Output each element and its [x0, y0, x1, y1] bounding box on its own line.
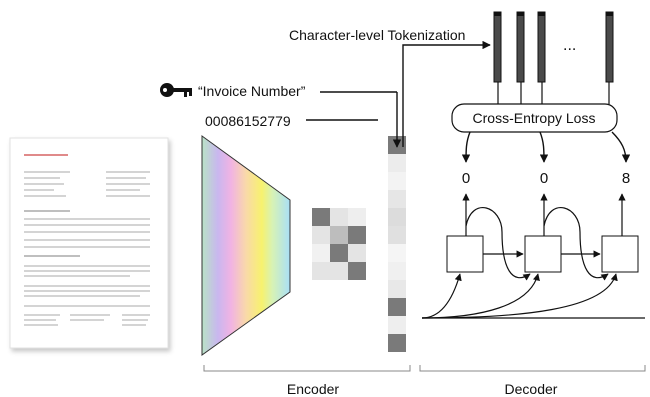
value-label: 00086152779 — [205, 113, 291, 129]
key-icon — [160, 83, 192, 97]
decoder-cell-3 — [601, 235, 639, 273]
encoder-label: Encoder — [287, 381, 339, 397]
decoder-label: Decoder — [505, 381, 558, 397]
document-thumbnail — [9, 137, 169, 349]
feedback-loop-2 — [543, 207, 609, 281]
embedding-vector — [388, 136, 406, 352]
output-token-3: 8 — [622, 170, 630, 187]
encoder-block — [201, 135, 291, 356]
loss-arrow-2 — [539, 131, 549, 163]
output-token-2: 0 — [540, 170, 548, 187]
query-label: “Invoice Number” — [198, 83, 306, 99]
decoder-cell-2 — [524, 235, 562, 273]
decoder-bracket — [419, 365, 646, 372]
decoder-cell-1 — [446, 235, 484, 273]
loss-arrow-3 — [611, 131, 631, 163]
feature-map — [312, 208, 366, 280]
encoder-bracket — [203, 365, 411, 372]
loss-box — [451, 103, 618, 133]
tokenization-label: Character-level Tokenization — [289, 27, 465, 43]
token-bars — [493, 11, 614, 83]
ellipsis-label: ... — [563, 37, 576, 54]
loss-label: Cross-Entropy Loss — [473, 110, 596, 126]
context-arrow-1 — [421, 273, 462, 319]
tokenization-arrow — [402, 40, 491, 147]
loss-arrow-1 — [461, 131, 471, 163]
feedback-loop-1 — [465, 207, 531, 281]
output-token-1: 0 — [462, 170, 470, 187]
